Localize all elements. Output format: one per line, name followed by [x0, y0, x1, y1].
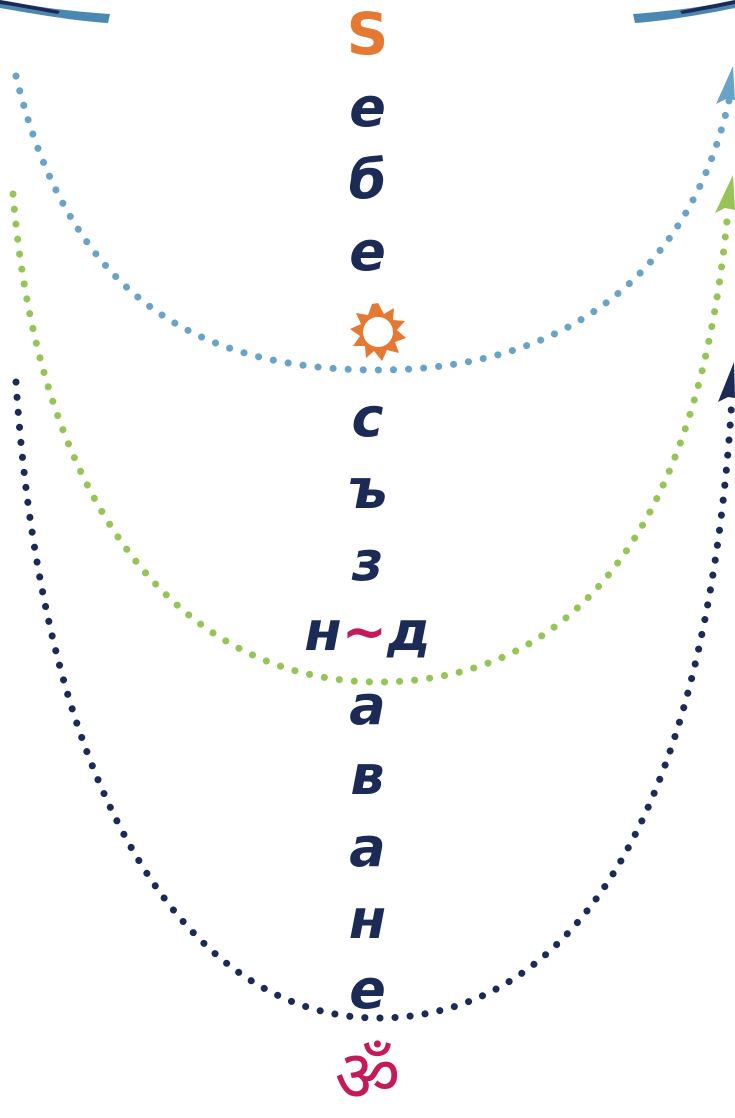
blue-arrow-head [716, 66, 735, 104]
title-letter: б [348, 148, 387, 211]
title-letter: а [349, 816, 386, 879]
title-letter: в [350, 744, 385, 807]
title-letter-pair: н~д [0, 602, 735, 662]
top-left-swoosh-dark [0, 0, 60, 14]
title-letter: ъ [347, 458, 388, 521]
green-arrow-head [715, 175, 735, 213]
tilde-mark: ~ [341, 600, 387, 663]
top-right-swoosh-dark [680, 0, 735, 14]
title-letter: е [349, 76, 386, 139]
sun-icon [350, 303, 406, 361]
navy-arrow-head [718, 362, 735, 402]
title-letter: з [351, 530, 384, 593]
title-letter: е [349, 958, 386, 1021]
title-letter: д [386, 600, 431, 663]
blue-dotted-curve [12, 72, 734, 374]
title-letter: н [304, 600, 342, 663]
title-letter-s: S [346, 0, 389, 68]
title-letter: н [348, 888, 387, 951]
title-letter: а [349, 674, 386, 737]
title-letter: с [351, 386, 384, 449]
navy-dotted-curve [12, 378, 735, 1022]
om-icon: ॐ [334, 1034, 401, 1118]
title-letter: е [349, 220, 386, 283]
